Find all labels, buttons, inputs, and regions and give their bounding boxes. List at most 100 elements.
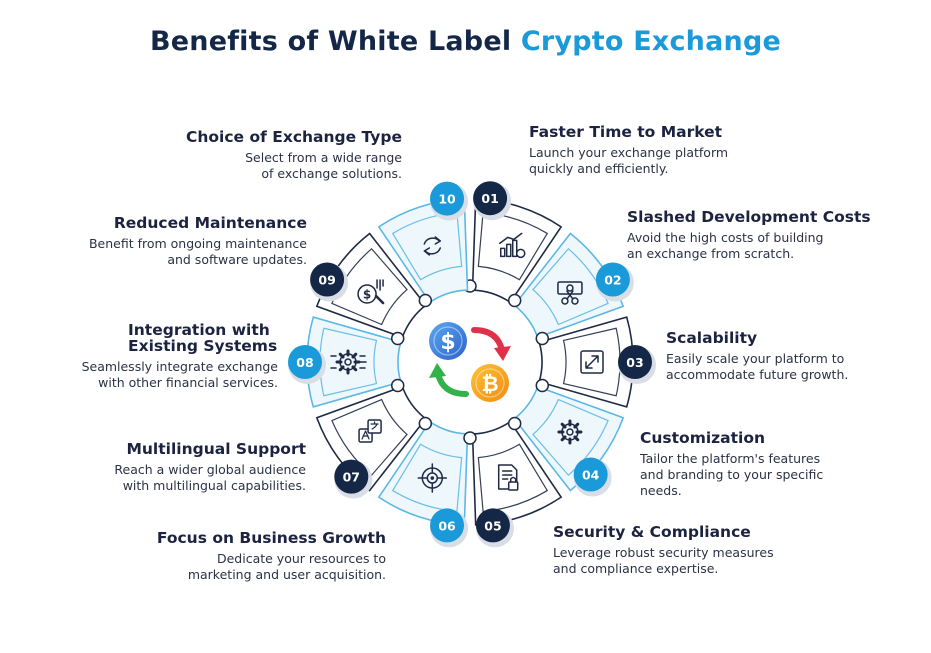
- benefit-title: Faster Time to Market: [529, 123, 723, 141]
- ring-node: [507, 293, 522, 308]
- benefit-title: Choice of Exchange Type: [185, 128, 402, 146]
- description-line: of exchange solutions.: [261, 166, 402, 181]
- wheel-segment-10: [377, 198, 469, 304]
- description-line: an exchange from scratch.: [627, 246, 795, 261]
- dollar-coin-icon: [429, 322, 467, 360]
- ring-node: [535, 378, 550, 393]
- number-badge-05: 05: [475, 508, 514, 548]
- benefit-title: Focus on Business Growth: [156, 529, 386, 547]
- number-badges: 01 02 03 04 05 06 07 08 09 10: [288, 181, 656, 548]
- description-line: and compliance expertise.: [553, 561, 719, 576]
- maintenance-coin-icon: $: [357, 279, 385, 305]
- badge-number: 08: [296, 355, 313, 370]
- expand-arrows-icon: [580, 350, 604, 374]
- number-badge-04: 04: [573, 457, 612, 497]
- integration-gear-icon: [330, 349, 367, 375]
- description-line: and branding to your specific: [640, 467, 824, 482]
- number-badge-09: 09: [310, 262, 349, 302]
- ring-node: [418, 416, 433, 431]
- badge-number: 01: [481, 191, 498, 206]
- ring-node: [507, 416, 522, 431]
- description-line: Launch your exchange platform: [529, 145, 729, 160]
- benefit-title: Security & Compliance: [553, 523, 751, 541]
- badge-number: 07: [343, 470, 360, 485]
- benefit-title: Slashed Development Costs: [627, 208, 871, 226]
- translate-icon: [358, 419, 382, 443]
- description-line: Leverage robust security measures: [553, 545, 774, 560]
- ring-node: [463, 431, 477, 445]
- description-line: Dedicate your resources to: [216, 551, 386, 566]
- secure-document-icon: [497, 464, 519, 491]
- badge-number: 04: [582, 468, 600, 483]
- benefit-title: Customization: [640, 429, 766, 447]
- number-badge-01: 01: [473, 181, 512, 221]
- badge-number: 05: [484, 518, 501, 533]
- description-line: marketing and user acquisition.: [187, 567, 386, 582]
- badge-number: 09: [318, 273, 335, 288]
- description-line: and software updates.: [167, 252, 307, 267]
- cost-cut-icon: [557, 281, 583, 305]
- wheel-segment-06: [377, 420, 469, 526]
- ring-node: [390, 331, 405, 346]
- ring-node: [390, 378, 405, 393]
- number-badge-10: 10: [430, 181, 469, 221]
- exchange-arrows-icon: [429, 327, 511, 397]
- description-line: Tailor the platform's features: [640, 451, 821, 466]
- svg-text:$: $: [363, 288, 371, 302]
- badge-number: 03: [626, 355, 643, 370]
- number-badge-06: 06: [430, 508, 469, 548]
- wheel-segment-02: [513, 232, 625, 339]
- ring-node: [535, 331, 550, 346]
- description-line: with other financial services.: [98, 375, 278, 390]
- target-icon: [417, 463, 448, 493]
- description-line: needs.: [640, 483, 682, 498]
- page-title: Benefits of White Label Crypto Exchange: [0, 26, 931, 57]
- description-line: Benefit from ongoing maintenance: [88, 236, 307, 251]
- description-line: Seamlessly integrate exchange: [81, 359, 278, 374]
- benefit-title: Multilingual Support: [126, 440, 306, 458]
- number-badge-03: 03: [618, 345, 656, 384]
- svg-text:$: $: [440, 330, 455, 355]
- wheel-segment-09: $: [315, 232, 427, 339]
- title-accent: Crypto Exchange: [520, 26, 781, 57]
- badge-number: 06: [438, 518, 456, 533]
- growth-chart-icon: [498, 232, 526, 259]
- number-badge-02: 02: [595, 262, 634, 302]
- wheel-segments: $: [306, 198, 634, 526]
- description-line: Easily scale your platform to: [666, 351, 845, 366]
- title-main: Benefits of White Label: [150, 26, 512, 57]
- benefit-title: Integration with Existing Systems: [128, 321, 278, 355]
- number-badge-07: 07: [334, 459, 373, 499]
- description-line: accommodate future growth.: [666, 367, 849, 382]
- badge-number: 10: [438, 192, 456, 207]
- bitcoin-coin-icon: [471, 364, 509, 402]
- description-line: Avoid the high costs of building: [627, 230, 824, 245]
- number-badge-08: 08: [288, 345, 326, 384]
- ring-node: [418, 293, 433, 308]
- cycle-arrows-icon: [423, 236, 442, 256]
- svg-text:₿: ₿: [481, 372, 498, 396]
- benefit-title: Reduced Maintenance: [113, 214, 307, 232]
- description-line: with multilingual capabilities.: [122, 478, 306, 493]
- gear-icon: [557, 419, 583, 445]
- benefit-title: Scalability: [666, 329, 758, 347]
